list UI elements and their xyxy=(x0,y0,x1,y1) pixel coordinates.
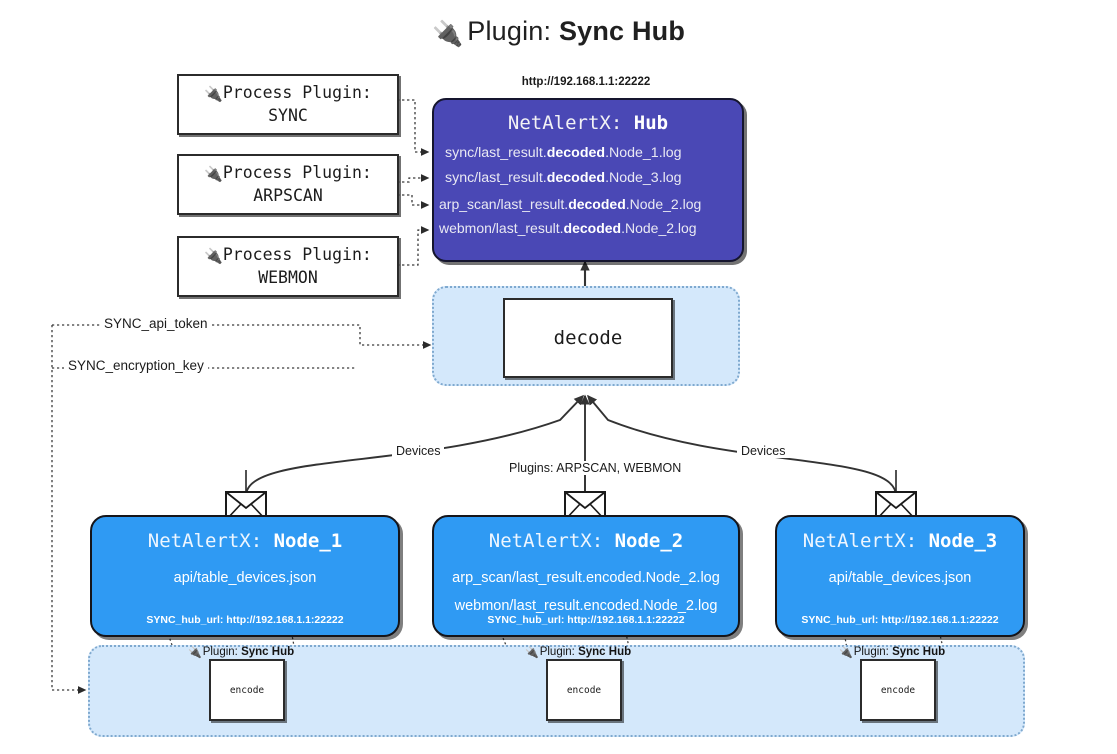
process-plugin-arpscan[interactable]: 🔌Process Plugin: ARPSCAN xyxy=(177,154,399,215)
plug-icon: 🔌 xyxy=(431,20,464,48)
node-line-list: api/table_devices.json xyxy=(777,564,1023,592)
hub-log-item: arp_scan/last_result.decoded.Node_2.log xyxy=(439,195,702,212)
node-box-node-1[interactable]: NetAlertX: Node_1 api/table_devices.json… xyxy=(90,515,400,637)
title-prefix: Plugin: xyxy=(467,16,552,46)
plug-icon: 🔌 xyxy=(204,85,223,104)
node-line-list: api/table_devices.json xyxy=(92,564,398,592)
process-plugin-line2: SYNC xyxy=(268,105,308,125)
process-plugin-sync[interactable]: 🔌Process Plugin: SYNC xyxy=(177,74,399,135)
encode-box-1[interactable]: encode xyxy=(209,659,285,721)
process-to-hub-connectors xyxy=(397,99,430,266)
encode-box-2[interactable]: encode xyxy=(546,659,622,721)
process-plugin-webmon[interactable]: 🔌Process Plugin: WEBMON xyxy=(177,236,399,297)
plug-icon: 🔌 xyxy=(525,647,539,659)
encode-box-3[interactable]: encode xyxy=(860,659,936,721)
plug-icon: 🔌 xyxy=(204,165,223,184)
devices-label-right: Devices xyxy=(737,444,790,458)
encode-plugin-label-1: 🔌Plugin: Sync Hub xyxy=(188,646,295,659)
hub-box[interactable]: NetAlertX: Hub sync/last_result.decoded.… xyxy=(432,98,744,262)
node-title: NetAlertX: Node_1 xyxy=(147,530,343,552)
devices-label-left: Devices xyxy=(392,444,445,458)
hub-log-item: sync/last_result.decoded.Node_3.log xyxy=(445,170,682,187)
hub-log-item: webmon/last_result.decoded.Node_2.log xyxy=(439,220,697,237)
process-plugin-line2: WEBMON xyxy=(258,267,318,287)
sync-encryption-key-label: SYNC_encryption_key xyxy=(64,358,208,373)
node-box-node-3[interactable]: NetAlertX: Node_3 api/table_devices.json… xyxy=(775,515,1025,637)
plugins-label-center: Plugins: ARPSCAN, WEBMON xyxy=(505,461,686,475)
node-footer: SYNC_hub_url: http://192.168.1.1:22222 xyxy=(487,614,685,626)
process-plugin-line2: ARPSCAN xyxy=(253,185,323,205)
node-title: NetAlertX: Node_3 xyxy=(802,530,998,552)
node-title: NetAlertX: Node_2 xyxy=(488,530,684,552)
hub-title-name: Hub xyxy=(633,112,669,134)
process-plugin-line1: 🔌Process Plugin: xyxy=(204,83,372,104)
node-line-list: arp_scan/last_result.encoded.Node_2.log … xyxy=(434,564,738,621)
process-plugin-line1: 🔌Process Plugin: xyxy=(204,245,372,266)
hub-log-list: sync/last_result.decoded.Node_1.log sync… xyxy=(434,141,742,241)
node-footer: SYNC_hub_url: http://192.168.1.1:22222 xyxy=(801,614,999,626)
title-name: Sync Hub xyxy=(558,16,686,46)
hub-url-label: http://192.168.1.1:22222 xyxy=(521,76,651,88)
plug-icon: 🔌 xyxy=(188,647,202,659)
hub-title: NetAlertX: Hub xyxy=(434,112,742,134)
nodes-to-decode-arrows xyxy=(245,394,897,497)
hub-log-item: sync/last_result.decoded.Node_1.log xyxy=(445,145,682,161)
plug-icon: 🔌 xyxy=(204,247,223,266)
node-box-node-2[interactable]: NetAlertX: Node_2 arp_scan/last_result.e… xyxy=(432,515,740,637)
plug-icon: 🔌 xyxy=(839,647,853,659)
decode-box[interactable]: decode xyxy=(503,298,673,378)
page-title: 🔌Plugin: Sync Hub xyxy=(0,16,1117,49)
hub-title-prefix: NetAlertX: xyxy=(507,112,623,134)
node-line: arp_scan/last_result.encoded.Node_2.log xyxy=(452,570,720,586)
node-line: webmon/last_result.encoded.Node_2.log xyxy=(454,598,718,615)
encode-plugin-label-2: 🔌Plugin: Sync Hub xyxy=(525,646,632,659)
node-footer: SYNC_hub_url: http://192.168.1.1:22222 xyxy=(146,614,344,626)
sync-api-token-label: SYNC_api_token xyxy=(100,316,212,331)
node-line: api/table_devices.json xyxy=(173,570,317,586)
node-line: api/table_devices.json xyxy=(828,570,972,586)
encode-plugin-label-3: 🔌Plugin: Sync Hub xyxy=(839,646,946,659)
process-plugin-line1: 🔌Process Plugin: xyxy=(204,163,372,184)
